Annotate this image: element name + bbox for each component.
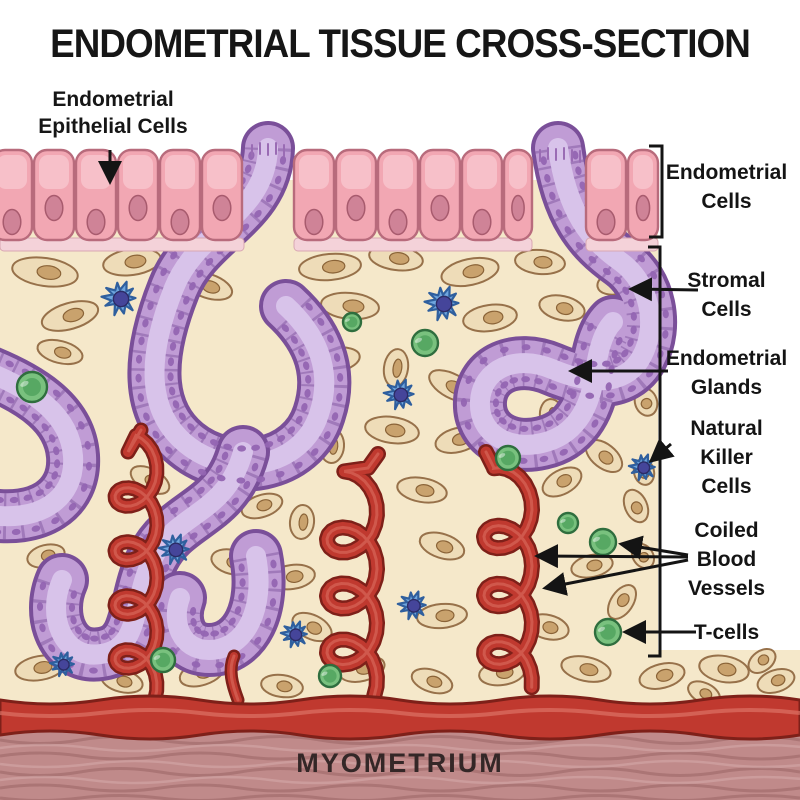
stromal-cell: [606, 584, 638, 620]
stromal-cell: [756, 668, 796, 694]
stromal-cell: [364, 415, 420, 445]
stromal-cell: [240, 492, 284, 520]
stromal-cell: [298, 252, 362, 282]
label-line: Stromal: [687, 269, 766, 292]
arrow-coiled-vessel-1: [534, 544, 689, 569]
label-endometrial-cells: Endometrial Cells: [653, 158, 800, 216]
annotation-lines: [98, 144, 699, 658]
natural-killer-cell: [48, 651, 76, 678]
blood-vessels-layer: [0, 422, 800, 741]
epithelial-cell: [418, 148, 462, 242]
natural-killer-cell: [382, 378, 415, 411]
stromal-cell: [260, 673, 304, 699]
arrow-coiled-vessel-3: [618, 535, 689, 560]
arrow-coiled-vessel-2: [542, 558, 689, 596]
t-cell: [593, 617, 623, 647]
epithelial-cell: [626, 148, 660, 242]
stromal-cell: [440, 256, 500, 288]
stromal-cell: [416, 602, 468, 630]
epithelial-cell: [334, 148, 378, 242]
label-natural-killer-cells: Natural Killer Cells: [653, 414, 800, 501]
stromal-cell: [570, 553, 614, 579]
stromal-cell: [410, 667, 454, 695]
stromal-cell: [514, 248, 566, 276]
natural-killer-cell: [100, 280, 137, 317]
natural-killer-cell: [396, 590, 427, 621]
epithelial-cell: [460, 148, 504, 242]
label-coiled-blood-vessels: Coiled Blood Vessels: [653, 516, 800, 603]
stromal-cell: [368, 244, 424, 272]
label-stromal-cells: Stromal Cells: [653, 266, 800, 324]
stromal-cell: [288, 504, 316, 540]
stromal-cell: [638, 662, 686, 690]
bracket-endometrial-cells: [649, 144, 664, 239]
stromal-cell: [747, 648, 777, 674]
t-cell: [317, 663, 343, 689]
epithelial-cell: [158, 148, 202, 242]
epithelial-cell: [200, 148, 244, 242]
t-cell: [588, 527, 618, 557]
stromal-cell: [698, 654, 750, 684]
epithelial-cell: [376, 148, 420, 242]
epithelial-cell: [292, 148, 336, 242]
page-title: ENDOMETRIAL TISSUE CROSS-SECTION: [50, 22, 751, 66]
label-line: Endometrial: [665, 161, 788, 184]
epithelial-cell: [0, 148, 34, 242]
natural-killer-cell: [157, 533, 190, 566]
label-line: Endometrial: [52, 88, 174, 111]
label-line: Coiled: [694, 519, 759, 542]
label-endometrial-glands: Endometrial Glands: [653, 344, 800, 402]
epithelial-cell: [584, 148, 628, 242]
t-cell: [15, 370, 49, 404]
label-myometrium: MYOMETRIUM: [296, 748, 504, 778]
immune-cells-layer: [15, 280, 656, 689]
stromal-cell: [462, 303, 518, 333]
label-line: Cells: [701, 190, 752, 213]
stromal-cell: [11, 256, 79, 288]
epithelial-cell: [32, 148, 76, 242]
stromal-cell: [541, 466, 583, 498]
label-line: Endometrial: [665, 347, 788, 370]
basal-blood-vessel: [0, 694, 800, 741]
arrow-natural-killer-cells: [648, 438, 675, 463]
arrow-stromal-cells: [628, 277, 699, 302]
label-line: Blood: [696, 548, 757, 571]
label-endometrial-epithelial-cells: Endometrial Epithelial Cells: [2, 86, 224, 140]
stromal-cell: [538, 294, 586, 322]
t-cell: [149, 646, 177, 674]
stromal-cell: [622, 488, 650, 524]
stromal-cell: [418, 531, 466, 561]
natural-killer-cell: [279, 620, 308, 649]
epithelial-cell: [116, 148, 160, 242]
label-line: Glands: [690, 376, 763, 399]
stromal-cell: [40, 300, 100, 332]
natural-killer-cell: [423, 285, 460, 322]
label-line: Cells: [701, 475, 752, 498]
label-line: Natural: [690, 417, 763, 440]
stromal-cell: [396, 476, 448, 504]
t-cell: [556, 511, 580, 535]
natural-killer-cell: [627, 453, 656, 482]
epithelial-cell: [502, 148, 534, 242]
stromal-cell: [36, 338, 84, 366]
stromal-cell: [560, 655, 612, 683]
t-cell: [494, 444, 522, 472]
stromal-cell: [320, 291, 380, 321]
label-line: Vessels: [687, 577, 766, 600]
label-line: Cells: [701, 298, 752, 321]
t-cell: [341, 311, 363, 333]
label-t-cells: T-cells: [693, 621, 760, 644]
label-line: Killer: [700, 446, 753, 469]
t-cell: [410, 328, 440, 358]
label-line: Epithelial Cells: [38, 115, 188, 138]
